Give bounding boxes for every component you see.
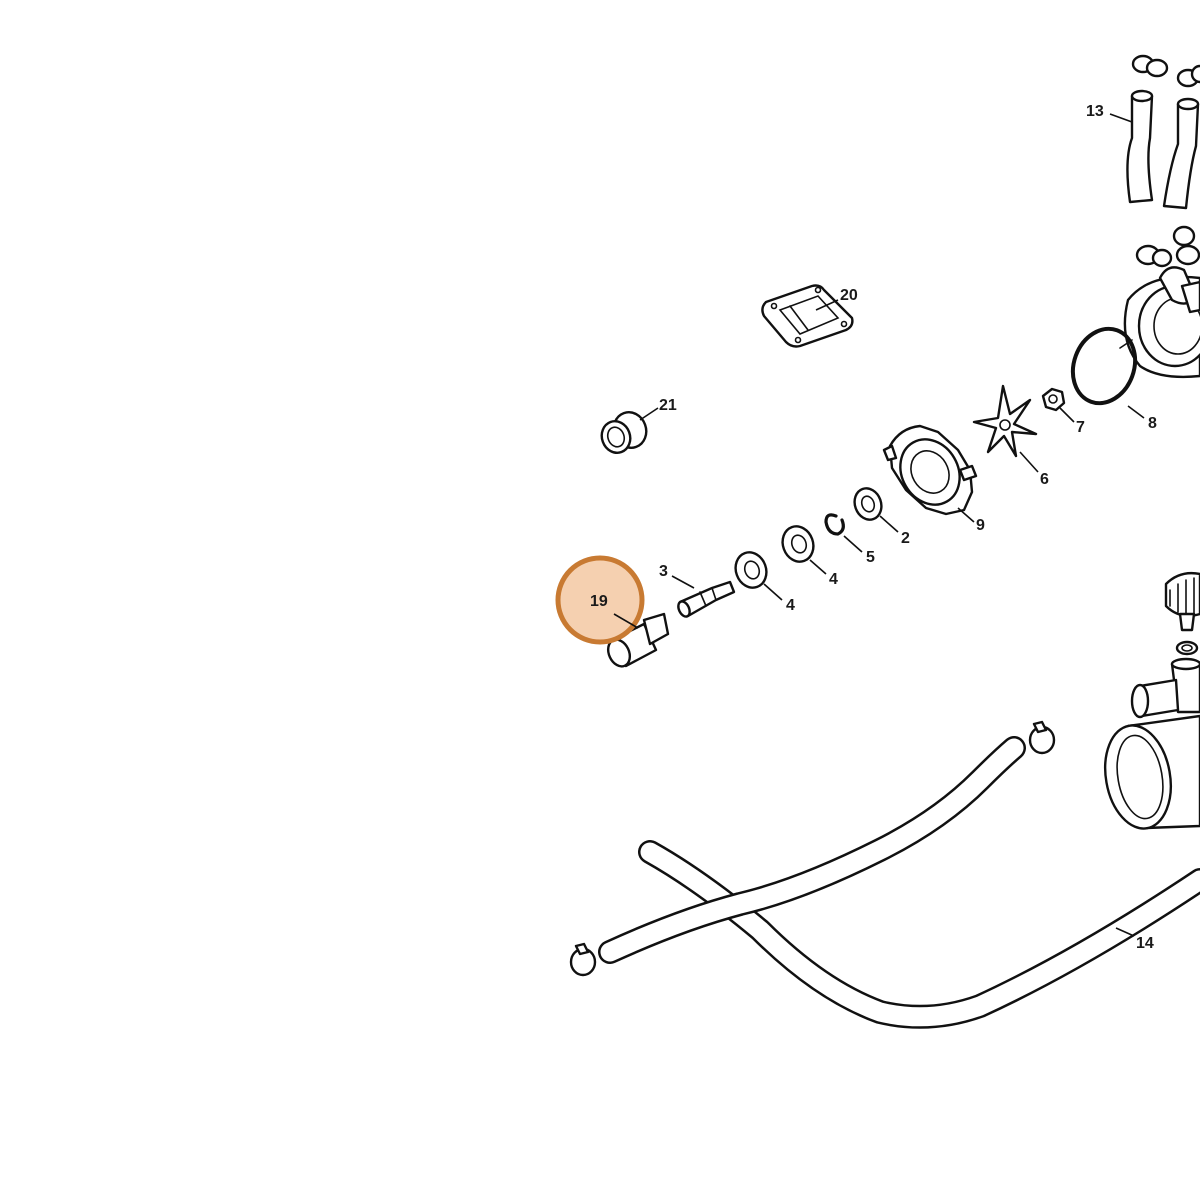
part-14-hose[interactable] xyxy=(638,840,1200,1029)
part-13-hoses[interactable] xyxy=(1126,54,1200,268)
callout-19: 19 xyxy=(590,593,608,610)
part-9-cover-plate[interactable] xyxy=(882,424,978,516)
part-3-shaft[interactable] xyxy=(676,580,736,618)
part-5-circlip[interactable] xyxy=(824,513,845,536)
valve-knob[interactable] xyxy=(1164,571,1200,656)
tee-fitting[interactable] xyxy=(1130,657,1200,719)
hose-lower[interactable] xyxy=(598,736,1026,964)
part-7-nut[interactable] xyxy=(1041,387,1066,412)
part-2-seal[interactable] xyxy=(850,485,885,524)
callout-21: 21 xyxy=(659,397,677,414)
part-4-bearing-upper[interactable] xyxy=(778,522,819,566)
callout-4-upper: 4 xyxy=(829,571,838,588)
pump-housing[interactable] xyxy=(1119,266,1200,379)
part-8-o-ring[interactable] xyxy=(1063,320,1145,412)
callout-5: 5 xyxy=(866,549,875,566)
hose-clamp-icon xyxy=(1135,225,1200,268)
part-4-bearing-lower[interactable] xyxy=(731,548,772,592)
callout-4-lower: 4 xyxy=(786,597,795,614)
callout-labels: 13 20 21 8 7 6 9 2 5 4 4 3 14 19 xyxy=(590,103,1157,952)
part-20-cover-plate[interactable] xyxy=(761,284,854,348)
callout-2: 2 xyxy=(901,530,910,547)
part-21-grommet[interactable] xyxy=(597,408,651,457)
callout-7: 7 xyxy=(1076,419,1085,436)
part-6-impeller[interactable] xyxy=(972,384,1038,458)
leader-lines xyxy=(639,113,1145,937)
highlight-marker-19[interactable] xyxy=(555,555,645,645)
callout-6: 6 xyxy=(1040,471,1049,488)
callout-9: 9 xyxy=(976,517,985,534)
callout-20: 20 xyxy=(840,287,858,304)
hose-clamp-icon[interactable] xyxy=(569,720,1056,977)
callout-14: 14 xyxy=(1136,935,1154,952)
callout-13: 13 xyxy=(1086,103,1104,120)
hose-clamp-icon xyxy=(1131,54,1200,88)
callout-3: 3 xyxy=(659,563,668,580)
pipe-socket[interactable] xyxy=(1097,714,1200,834)
callout-8: 8 xyxy=(1148,415,1157,432)
